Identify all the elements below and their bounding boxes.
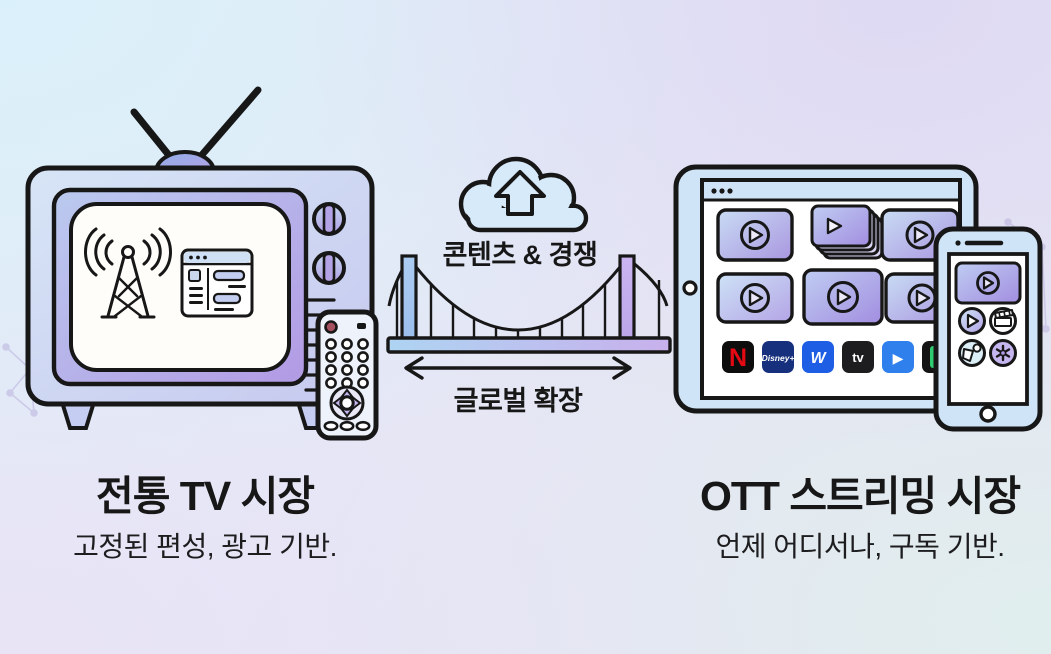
tablet-camera [682, 280, 698, 296]
video-card-stack [810, 204, 884, 260]
phone-clapperboard-icon [989, 307, 1017, 335]
svg-text:tv: tv [852, 350, 864, 365]
remote-dpad [329, 385, 365, 421]
phone-play-circle-icon [958, 307, 986, 335]
remote-power-button [324, 320, 338, 334]
cloud-upload-icon [458, 156, 589, 233]
epg-window-icon [180, 248, 254, 318]
play-icon [913, 226, 929, 244]
app-icon-netflix: N [722, 341, 754, 373]
suspension-bridge [386, 254, 672, 354]
bridge-deck [386, 336, 672, 354]
phone-snack-icon [958, 339, 986, 367]
play-icon [748, 226, 764, 244]
play-icon [748, 289, 764, 307]
bridge-top-label: 콘텐츠 & 경쟁 [442, 240, 598, 270]
browser-bar [704, 182, 958, 200]
svg-text:Disney+: Disney+ [762, 353, 795, 363]
svg-text:N: N [729, 344, 747, 372]
play-icon [915, 289, 931, 307]
play-icon [826, 217, 843, 235]
play-icon [982, 276, 995, 290]
remote-ir-window [357, 323, 366, 329]
left-section-subtitle: 고정된 편성, 광고 기반. [73, 531, 337, 562]
app-icon-disney-plus: Disney+ [762, 341, 795, 373]
tv-screen [69, 202, 291, 372]
phone-home-button [979, 405, 997, 423]
app-icon-coupang-play: ▶ [882, 341, 914, 373]
upload-arrow-icon [494, 170, 546, 216]
right-section-title: OTT 스트리밍 시장 [699, 473, 1021, 519]
video-card [716, 272, 794, 324]
tv-antenna-icon [130, 86, 262, 174]
video-card [802, 268, 884, 326]
tv-knob-bottom [312, 251, 346, 285]
smartphone-illustration [933, 226, 1043, 432]
bridge-bottom-label: 글로벌 확장 [453, 386, 583, 416]
tablet-illustration: N Disney+ W tv ▶ [673, 164, 979, 414]
remote-number-buttons [325, 338, 369, 389]
tv-knob-top [312, 202, 346, 236]
svg-text:▶: ▶ [893, 350, 904, 366]
video-card [716, 208, 794, 262]
remote-control-illustration [315, 309, 379, 441]
app-icon-wavve: W [802, 341, 834, 373]
app-icon-apple-tv: tv [842, 341, 874, 373]
remote-bottom-buttons [323, 420, 371, 432]
phone-hero-video-card [954, 261, 1022, 305]
left-section-title: 전통 TV 시장 [95, 473, 315, 519]
retro-tv-illustration [25, 86, 375, 430]
play-icon [836, 288, 852, 306]
global-expansion-arrow [404, 356, 632, 380]
phone-star-splat-icon [989, 339, 1017, 367]
right-section-subtitle: 언제 어디서나, 구독 기반. [715, 531, 1006, 562]
phone-camera [955, 240, 961, 246]
broadcast-tower-icon [84, 227, 172, 319]
svg-text:W: W [810, 350, 827, 367]
